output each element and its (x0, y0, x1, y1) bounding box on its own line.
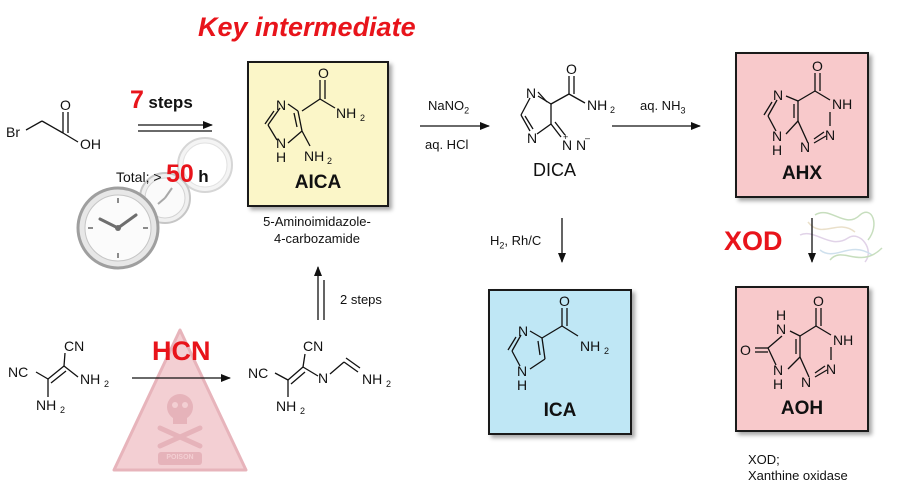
amidine-intermediate-structure (274, 353, 361, 397)
svg-text:H: H (517, 377, 527, 393)
svg-text:N: N (772, 128, 782, 144)
svg-text:N: N (825, 127, 835, 143)
svg-text:O: O (813, 293, 824, 309)
hazard-label: HCN (152, 336, 211, 366)
svg-text:N: N (527, 130, 537, 146)
reagent-nitrite: NaNO2 (428, 98, 470, 116)
aoh-structure (755, 308, 832, 378)
svg-text:H: H (772, 142, 782, 158)
ica-structure (507, 308, 579, 370)
svg-text:NH: NH (276, 398, 296, 414)
diaminomaleonitrile-structure (35, 352, 79, 397)
svg-text:O: O (566, 61, 577, 77)
reagent-ammonia: aq. NH3 (640, 98, 686, 116)
ahx-box (735, 52, 869, 198)
poison-hazard-icon (112, 328, 248, 472)
svg-text:NH: NH (580, 338, 600, 354)
svg-text:N: N (276, 97, 286, 113)
svg-text:CN: CN (64, 338, 84, 354)
ahx-structure (763, 73, 831, 144)
svg-text:N: N (562, 137, 572, 153)
svg-text:N: N (773, 362, 783, 378)
svg-text:N: N (276, 135, 286, 151)
svg-text:N: N (800, 139, 810, 155)
svg-text:NH: NH (833, 332, 853, 348)
svg-text:2: 2 (60, 405, 65, 415)
svg-text:NH: NH (36, 397, 56, 413)
svg-text:N: N (517, 363, 527, 379)
svg-text:NH: NH (336, 105, 356, 121)
enzyme-label: XOD (724, 226, 783, 256)
reagent-acid: aq. HCl (425, 137, 469, 152)
svg-text:–: – (585, 133, 590, 143)
compound-dica-label: DICA (533, 160, 577, 180)
svg-text:O: O (318, 65, 329, 81)
svg-text:N: N (318, 370, 328, 386)
svg-text:H: H (773, 376, 783, 392)
svg-text:N: N (518, 323, 528, 339)
svg-text:NH: NH (304, 148, 324, 164)
compound-aica-label: AICA (294, 172, 342, 193)
svg-text:O: O (559, 293, 570, 309)
svg-text:O: O (812, 58, 823, 74)
svg-text:NH: NH (80, 371, 100, 387)
svg-text:H: H (276, 149, 286, 165)
svg-text:2: 2 (104, 379, 109, 389)
svg-text:2: 2 (610, 105, 615, 115)
svg-text:H: H (776, 307, 786, 323)
aica-structure (264, 80, 336, 147)
svg-text:N: N (776, 321, 786, 337)
total-time: Total; > 50 h (116, 160, 209, 188)
compound-ahx-label: AHX (781, 163, 823, 184)
aica-box (247, 61, 389, 207)
aoh-box (735, 286, 869, 432)
reagent-two-steps: 2 steps (340, 292, 382, 307)
svg-text:2: 2 (360, 113, 365, 123)
svg-text:2: 2 (300, 406, 305, 416)
svg-text:2: 2 (604, 346, 609, 356)
steps-count: 7 steps (130, 86, 193, 114)
svg-text:NC: NC (248, 365, 268, 381)
svg-text:N: N (826, 361, 836, 377)
svg-text:2: 2 (386, 379, 391, 389)
svg-text:CN: CN (303, 338, 323, 354)
dica-structure (520, 76, 586, 138)
svg-text:O: O (740, 342, 751, 358)
svg-text:N: N (801, 374, 811, 390)
compound-aoh-label: AOH (780, 398, 824, 419)
svg-text:NH: NH (587, 97, 607, 113)
enzyme-note: XOD; Xanthine oxidase (748, 452, 848, 483)
svg-text:NH: NH (832, 96, 852, 112)
ica-box (488, 289, 632, 435)
svg-text:NC: NC (8, 364, 28, 380)
svg-text:+: + (563, 132, 568, 142)
svg-text:N: N (576, 137, 586, 153)
enzyme-structure-icon (799, 211, 883, 263)
svg-text:N: N (773, 87, 783, 103)
bromoacetic-acid-structure (25, 112, 79, 143)
svg-text:O: O (60, 97, 71, 113)
reagent-hydrogenation: H2, Rh/C (490, 233, 542, 251)
svg-text:N: N (526, 85, 536, 101)
svg-text:NH: NH (362, 371, 382, 387)
compound-aica-fullname: 5-Aminoimidazole- 4-carbozamide (263, 214, 371, 246)
compound-ica-label: ICA (543, 400, 577, 421)
hazard-sign-text: POISON (166, 454, 194, 461)
svg-text:2: 2 (327, 156, 332, 166)
atom-br: Br (6, 124, 20, 140)
diagram-title: Key intermediate (198, 12, 416, 42)
svg-text:OH: OH (80, 136, 101, 152)
clock-icon (76, 137, 233, 270)
